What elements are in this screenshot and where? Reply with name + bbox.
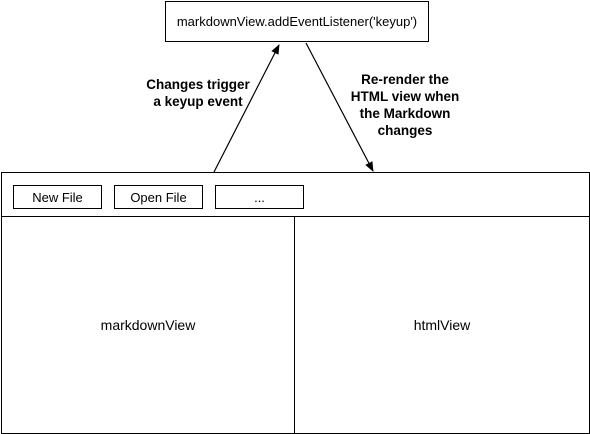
- rerender-annotation: Re-render the HTML view when the Markdow…: [335, 71, 475, 139]
- annotation-line: a keyup event: [153, 94, 243, 109]
- keyup-trigger-annotation: Changes trigger a keyup event: [138, 76, 258, 110]
- annotation-line: changes: [377, 123, 433, 138]
- new-file-label: New File: [32, 189, 83, 205]
- annotation-line: Re-render the: [361, 72, 449, 87]
- markdown-view-label: markdownView: [100, 317, 196, 333]
- annotation-line: Changes trigger: [146, 77, 250, 92]
- rerender-arrow: [305, 42, 374, 172]
- new-file-button[interactable]: New File: [13, 185, 102, 209]
- keyup-trigger-arrow: [213, 44, 280, 173]
- more-button[interactable]: ...: [215, 185, 304, 209]
- app-window: New File Open File ... markdownView html…: [1, 172, 590, 434]
- html-view-pane: htmlView: [295, 217, 589, 433]
- event-listener-box: markdownView.addEventListener('keyup'): [165, 1, 429, 42]
- open-file-button[interactable]: Open File: [114, 185, 203, 209]
- markdown-view-pane[interactable]: markdownView: [2, 217, 295, 433]
- more-label: ...: [254, 189, 265, 205]
- toolbar: New File Open File ...: [2, 173, 589, 217]
- open-file-label: Open File: [130, 189, 187, 205]
- annotation-line: HTML view when: [350, 89, 460, 104]
- event-listener-label: markdownView.addEventListener('keyup'): [176, 14, 418, 29]
- annotation-line: the Markdown: [359, 106, 451, 121]
- html-view-label: htmlView: [413, 317, 471, 333]
